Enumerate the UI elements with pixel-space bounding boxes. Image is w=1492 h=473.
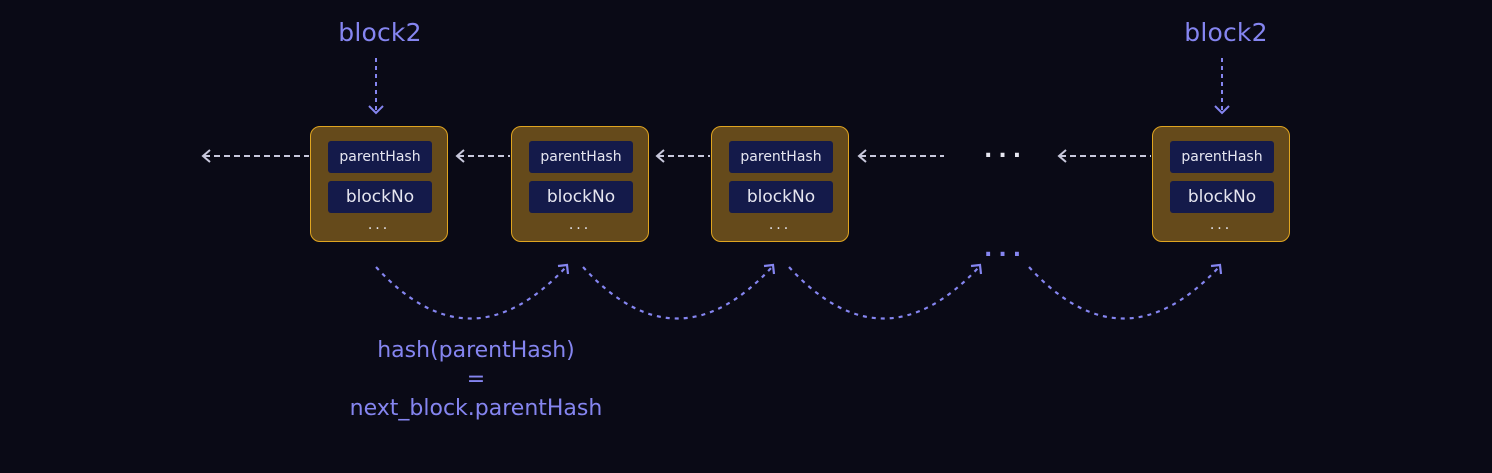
parent-link-arrow-4 — [1057, 149, 1151, 163]
block-no-field: blockNo — [328, 181, 432, 213]
pointer-arrow-left — [368, 58, 384, 115]
hash-gap-ellipsis: ... — [984, 237, 1028, 262]
formula-line-3: next_block.parentHash — [349, 396, 603, 421]
parent-hash-field: parentHash — [1170, 141, 1274, 173]
block-no-field: blockNo — [1170, 181, 1274, 213]
hash-arc-arrow-0 — [375, 263, 570, 320]
pointer-label-left: block2 — [338, 18, 422, 47]
more-fields-ellipsis: ... — [568, 217, 592, 233]
formula-line-1: hash(parentHash) — [377, 338, 575, 363]
parent-hash-field: parentHash — [328, 141, 432, 173]
parent-link-arrow-3 — [857, 149, 944, 163]
hash-formula: hash(parentHash) = next_block.parentHash — [316, 336, 636, 423]
chain-gap-ellipsis: ... — [984, 138, 1028, 163]
more-fields-ellipsis: ... — [1209, 217, 1233, 233]
hash-arc-arrow-3 — [1028, 263, 1223, 320]
more-fields-ellipsis: ... — [367, 217, 391, 233]
block-no-field: blockNo — [729, 181, 833, 213]
pointer-label-right: block2 — [1184, 18, 1268, 47]
block-0: parentHash blockNo ... — [310, 126, 448, 242]
block-2: parentHash blockNo ... — [711, 126, 849, 242]
formula-line-2: = — [466, 367, 486, 392]
hash-arc-arrow-2 — [788, 263, 983, 320]
block-3: parentHash blockNo ... — [1152, 126, 1290, 242]
hash-arc-arrow-1 — [582, 263, 776, 320]
parent-link-arrow-1 — [455, 149, 510, 163]
block-1: parentHash blockNo ... — [511, 126, 649, 242]
block-no-field: blockNo — [529, 181, 633, 213]
parent-hash-field: parentHash — [729, 141, 833, 173]
parent-link-arrow-0 — [201, 149, 309, 163]
more-fields-ellipsis: ... — [768, 217, 792, 233]
parent-hash-field: parentHash — [529, 141, 633, 173]
parent-link-arrow-2 — [655, 149, 710, 163]
pointer-arrow-right — [1214, 58, 1230, 115]
